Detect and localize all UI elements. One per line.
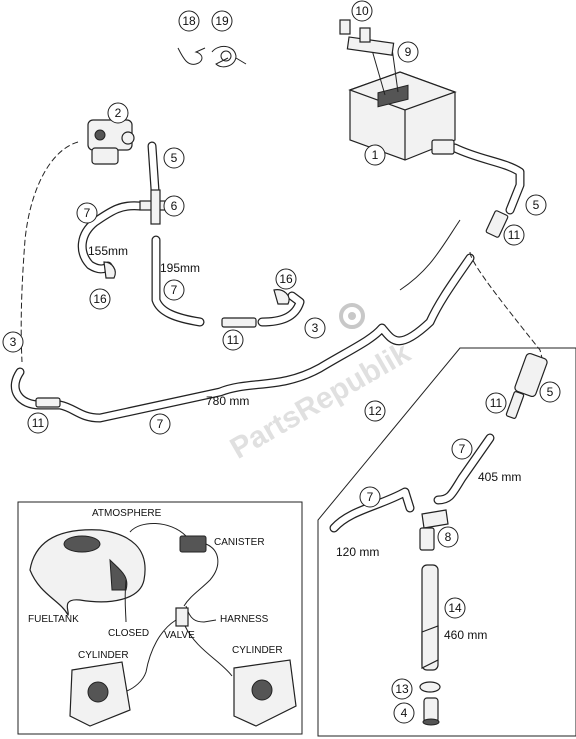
cable-tie-and-clip	[177, 46, 247, 68]
svg-text:6: 6	[171, 199, 178, 213]
watermark-gear-icon	[339, 303, 365, 329]
callout: 11	[222, 329, 244, 351]
svg-text:3: 3	[10, 335, 17, 349]
callout: 1	[364, 144, 386, 166]
canister	[339, 19, 457, 161]
callout: 5	[539, 381, 561, 403]
callout: 5	[163, 147, 185, 169]
svg-text:8: 8	[445, 530, 452, 544]
label-canister: CANISTER	[214, 537, 265, 548]
callout: 6	[163, 195, 185, 217]
svg-text:4: 4	[401, 706, 408, 720]
box-12-hoses	[329, 433, 495, 726]
callout: 12	[364, 400, 386, 422]
svg-text:11: 11	[508, 228, 521, 242]
svg-text:13: 13	[395, 682, 409, 696]
callout: 11	[503, 224, 525, 246]
callout: 8	[437, 526, 459, 548]
svg-text:5: 5	[533, 198, 540, 212]
callout: 16	[89, 288, 111, 310]
label-valve: VALVE	[164, 630, 195, 641]
svg-text:7: 7	[157, 417, 164, 431]
callout: 7	[163, 279, 185, 301]
svg-text:5: 5	[171, 151, 178, 165]
callout: 7	[149, 413, 171, 435]
svg-text:2: 2	[115, 106, 122, 120]
label-atmosphere: ATMOSPHERE	[92, 508, 162, 519]
check-valves	[35, 210, 548, 419]
callout: 14	[444, 597, 466, 619]
label-harness: HARNESS	[220, 614, 269, 625]
callout: 16	[275, 268, 297, 290]
svg-text:7: 7	[84, 206, 91, 220]
callout: 13	[391, 678, 413, 700]
svg-text:7: 7	[459, 442, 466, 456]
label-fueltank: FUELTANK	[28, 614, 79, 625]
callout: 3	[304, 317, 326, 339]
svg-text:11: 11	[32, 416, 45, 430]
svg-text:3: 3	[312, 321, 319, 335]
length-460: 460 mm	[444, 628, 487, 642]
pressure-sensor	[87, 119, 135, 165]
callout: 11	[27, 412, 49, 434]
callout: 7	[359, 486, 381, 508]
svg-text:7: 7	[367, 490, 374, 504]
length-405: 405 mm	[478, 470, 521, 484]
svg-text:10: 10	[355, 4, 369, 18]
callouts: 1 2 3 3 4 5 5 5 6 7 7 7 7 7 8 9 10 11 11…	[2, 0, 561, 724]
label-closed: CLOSED	[108, 628, 149, 639]
callout: 3	[2, 331, 24, 353]
svg-text:11: 11	[490, 396, 503, 410]
label-cylinder-right: CYLINDER	[232, 645, 283, 656]
svg-text:19: 19	[215, 14, 229, 28]
clamps-16	[103, 261, 290, 305]
svg-text:12: 12	[368, 404, 382, 418]
svg-text:7: 7	[171, 283, 178, 297]
length-120: 120 mm	[336, 545, 379, 559]
schematic-drawing	[29, 522, 297, 727]
svg-text:9: 9	[405, 45, 412, 59]
callout: 10	[351, 0, 373, 22]
callout: 7	[451, 438, 473, 460]
callout: 4	[393, 702, 415, 724]
svg-text:14: 14	[448, 601, 462, 615]
length-195: 195mm	[160, 261, 200, 275]
svg-text:16: 16	[279, 272, 293, 286]
svg-text:5: 5	[547, 385, 554, 399]
svg-text:16: 16	[93, 292, 107, 306]
svg-text:1: 1	[372, 148, 379, 162]
callout: 7	[76, 202, 98, 224]
box-12	[317, 347, 576, 737]
callout: 9	[397, 41, 419, 63]
callout: 19	[211, 10, 233, 32]
label-cylinder-left: CYLINDER	[78, 650, 129, 661]
callout: 11	[485, 392, 507, 414]
callout: 2	[107, 102, 129, 124]
watermark: PartsRepublik	[225, 336, 416, 466]
schematic-box	[17, 501, 303, 735]
callout: 5	[525, 194, 547, 216]
length-780: 780 mm	[206, 394, 249, 408]
svg-text:11: 11	[227, 333, 240, 347]
length-155: 155mm	[88, 244, 128, 258]
svg-text:18: 18	[182, 14, 196, 28]
callout: 18	[178, 10, 200, 32]
